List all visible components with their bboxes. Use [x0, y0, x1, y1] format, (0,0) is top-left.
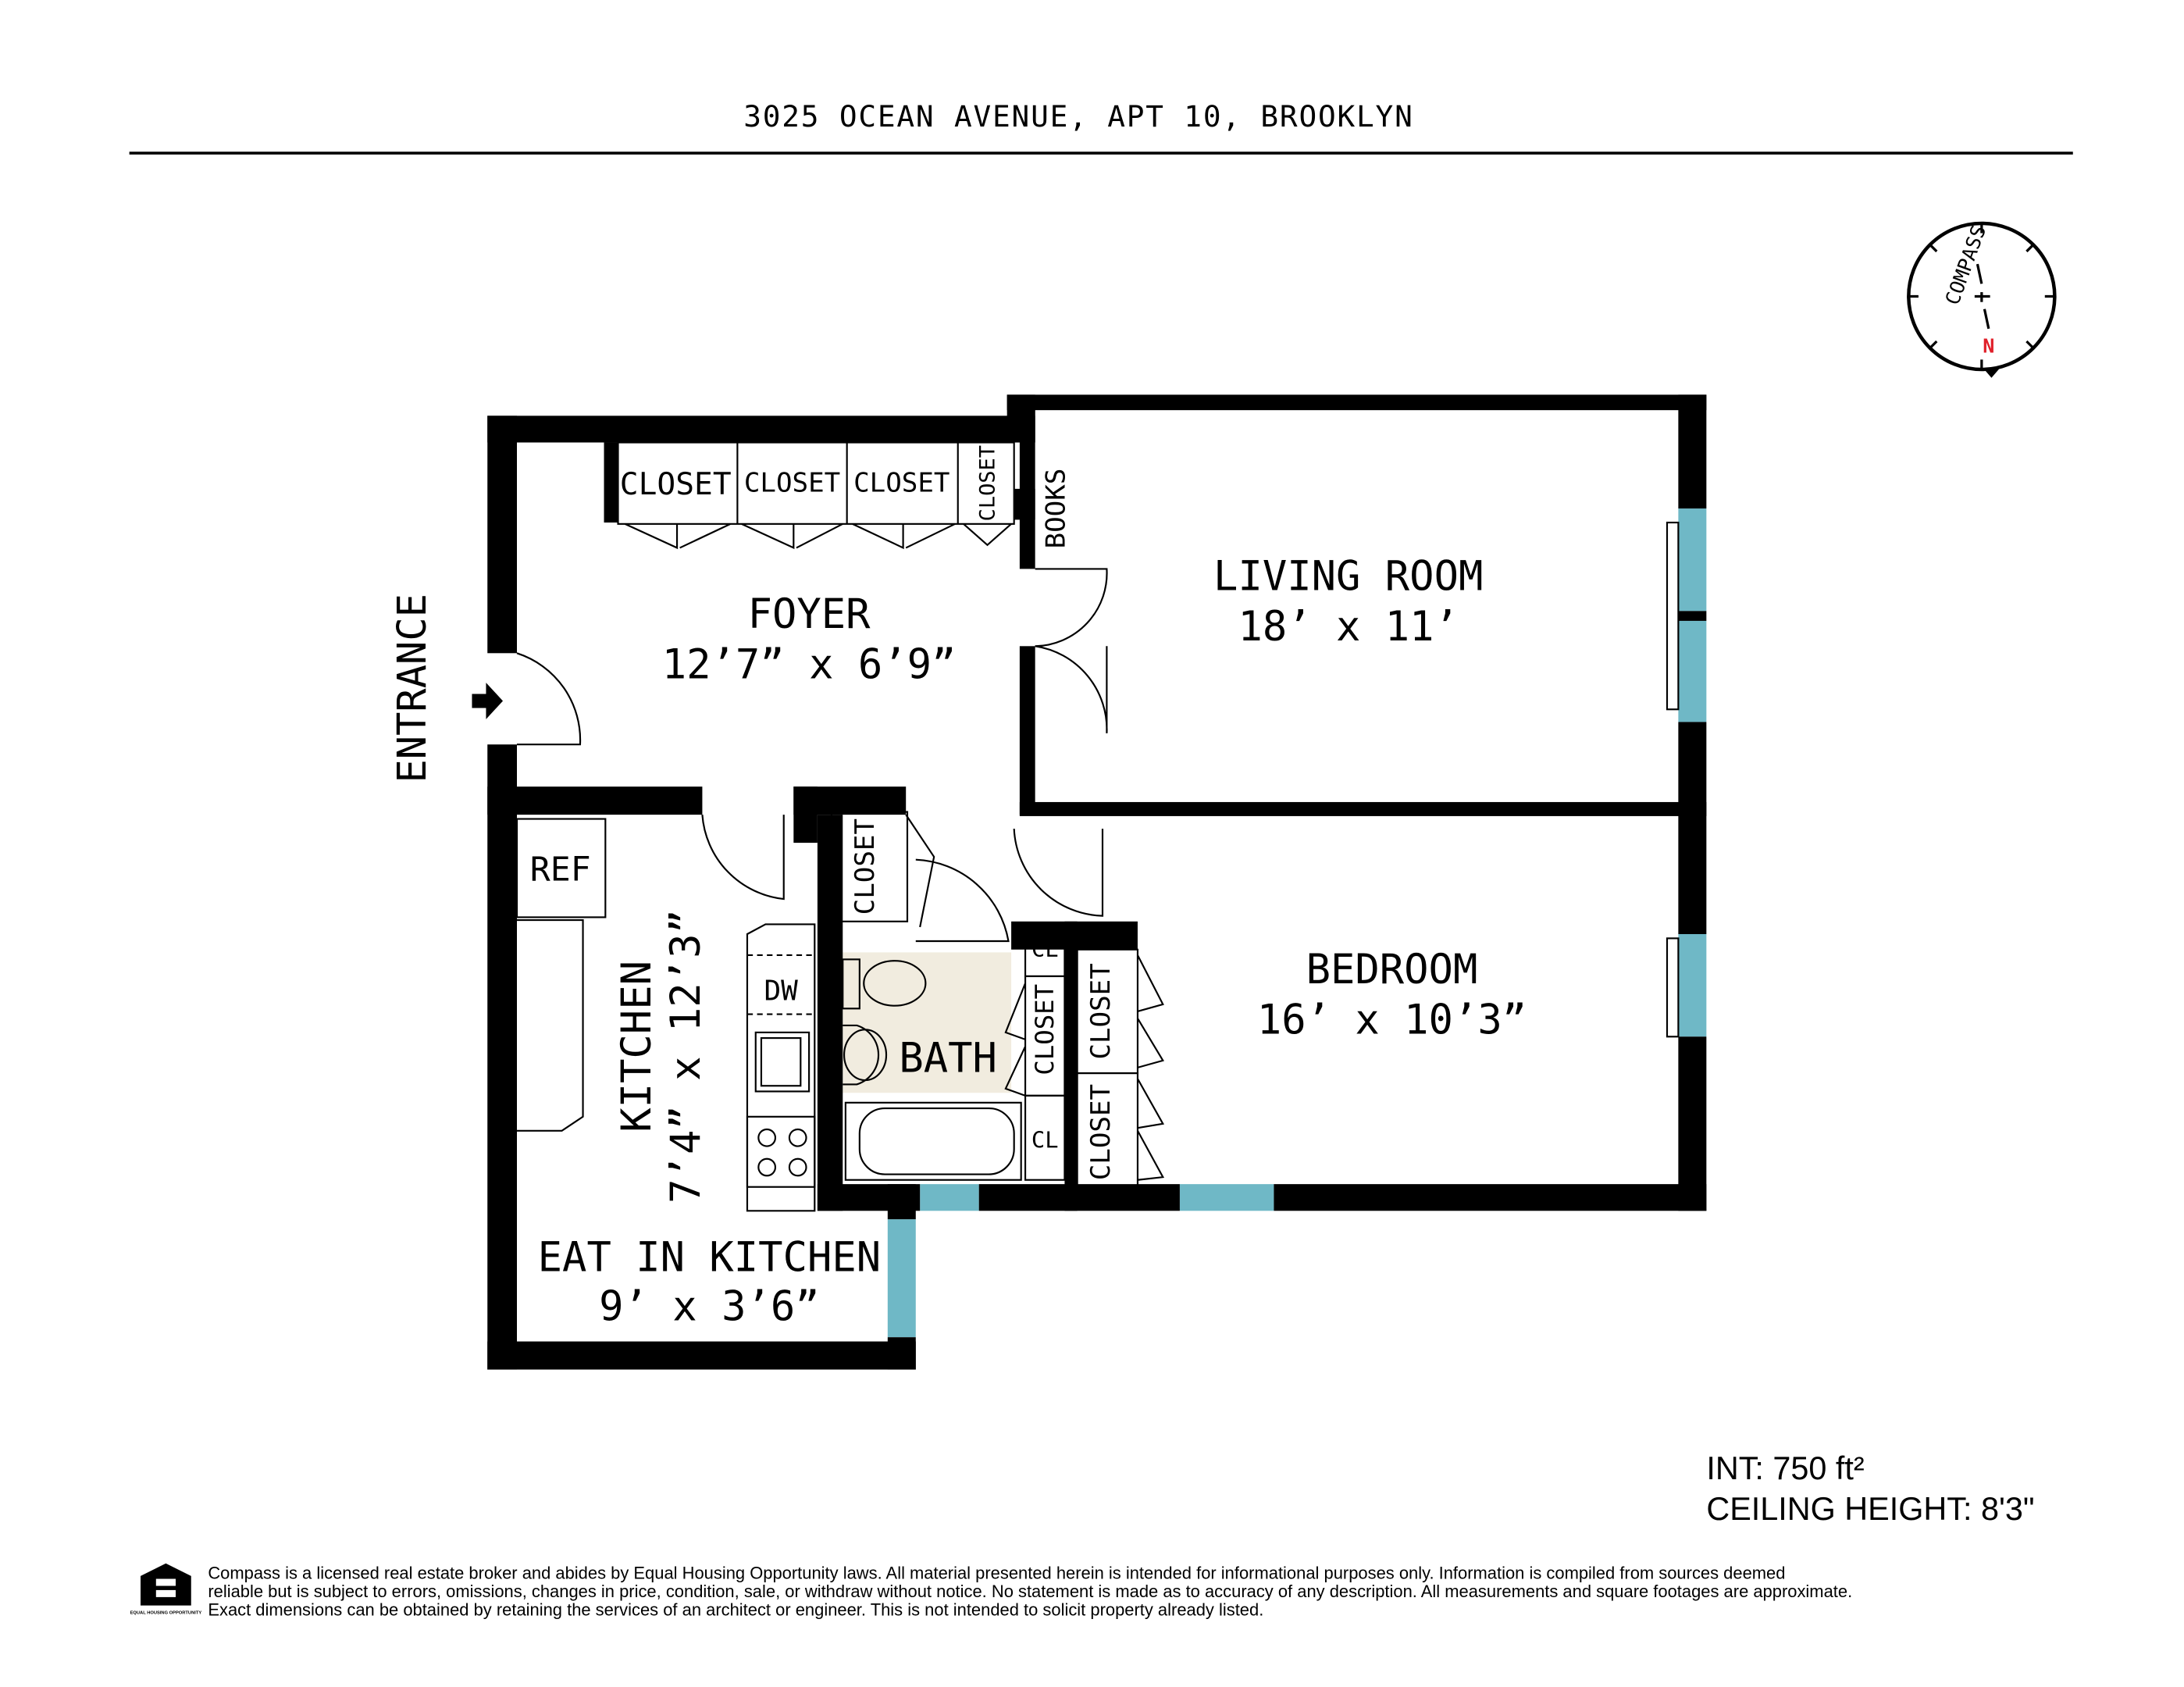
room-eat-in-kitchen: EAT IN KITCHEN 9’ x 3’6” — [538, 1235, 881, 1331]
window — [1678, 620, 1707, 722]
bath-tile-floor — [843, 952, 1012, 1093]
window — [1678, 508, 1707, 612]
room-name: KITCHEN — [614, 961, 661, 1132]
closet-label: CLOSET — [1030, 984, 1060, 1075]
page-title: 3025 OCEAN AVENUE, APT 10, BROOKLYN — [743, 99, 1413, 134]
closet-cl-label: CL — [1031, 936, 1059, 962]
walls — [487, 394, 1707, 1370]
room-bedroom: BEDROOM 16’ x 10’3” — [1257, 947, 1527, 1044]
closet-row — [617, 441, 1015, 550]
header-rule — [129, 152, 2073, 155]
closet-label: CLOSET — [620, 466, 732, 502]
books-label: BOOKS — [1040, 469, 1071, 549]
compass-icon: COMPASS N — [1907, 221, 2057, 378]
closet-label: CLOSET — [853, 467, 949, 498]
equal-housing-logo: EQUAL HOUSING OPPORTUNITY — [130, 1563, 202, 1615]
room-foyer: FOYER 12’7” x 6’9” — [662, 591, 957, 689]
room-name: FOYER — [748, 591, 871, 638]
room-dims: 12’7” x 6’9” — [662, 642, 957, 689]
closet-label: CLOSET — [744, 467, 840, 498]
window — [920, 1184, 979, 1211]
disclaimer-line: reliable but is subject to errors, omiss… — [208, 1582, 1852, 1601]
compass-label: COMPASS — [1941, 223, 1991, 309]
doors — [516, 568, 1108, 943]
disclaimer-line: Exact dimensions can be obtained by reta… — [208, 1600, 1263, 1619]
arrow-right-icon — [472, 683, 504, 719]
windows — [887, 508, 1707, 1338]
room-bath: BATH — [899, 1035, 997, 1082]
ceiling-height: CEILING HEIGHT: 8'3" — [1706, 1491, 2034, 1527]
closet-cl-label: CL — [1031, 1126, 1059, 1153]
closet-label: CLOSET — [1085, 1084, 1117, 1180]
room-dims: 7’4” x 12’3” — [663, 909, 710, 1204]
dishwasher-label: DW — [764, 975, 798, 1008]
room-name: EAT IN KITCHEN — [538, 1235, 881, 1282]
closet-label: CLOSET — [1085, 963, 1117, 1059]
interior-area: INT: 750 ft² — [1706, 1450, 1864, 1486]
window — [1678, 934, 1707, 1037]
entrance-label: ENTRANCE — [389, 594, 435, 783]
closet-label: CLOSET — [850, 819, 881, 915]
room-dims: 16’ x 10’3” — [1257, 997, 1527, 1044]
room-name: LIVING ROOM — [1213, 553, 1483, 600]
ref-label: REF — [530, 851, 591, 890]
room-living: LIVING ROOM 18’ x 11’ — [1213, 553, 1483, 651]
room-kitchen: KITCHEN 7’4” x 12’3” — [614, 909, 710, 1204]
window — [887, 1219, 916, 1338]
room-name: BEDROOM — [1306, 947, 1478, 993]
closet-label: CLOSET — [976, 445, 1000, 521]
room-dims: 9’ x 3’6” — [599, 1284, 820, 1331]
compass-north: N — [1983, 334, 1994, 357]
bath-fixtures — [830, 811, 1165, 1187]
room-dims: 18’ x 11’ — [1238, 604, 1459, 651]
disclaimer-line: Compass is a licensed real estate broker… — [208, 1564, 1785, 1583]
window — [1179, 1184, 1274, 1211]
kitchen-fixtures — [515, 818, 816, 1212]
logo-text: EQUAL HOUSING OPPORTUNITY — [130, 1610, 202, 1615]
